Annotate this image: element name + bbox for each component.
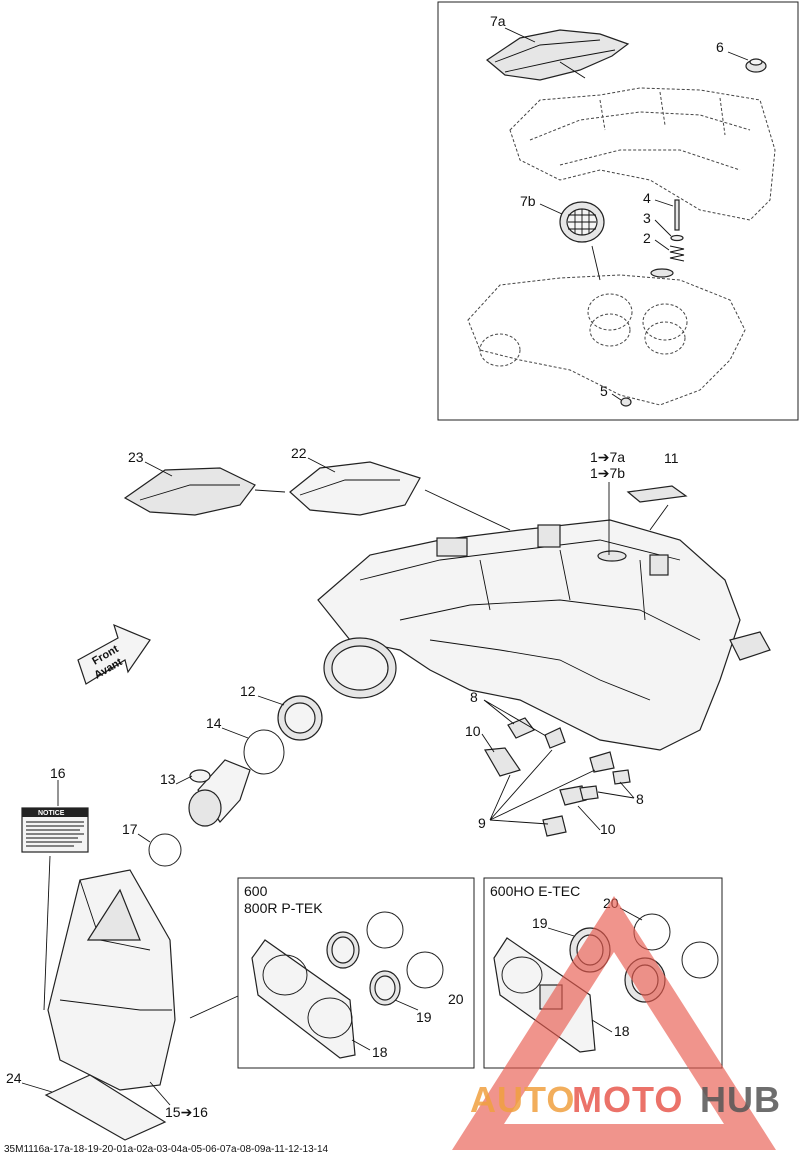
callout-24: 24 bbox=[6, 1070, 22, 1086]
variant-box-600-800r bbox=[237, 877, 475, 1069]
part-16-notice-decal: NOTICE bbox=[21, 807, 89, 853]
callout-8-lower: 8 bbox=[636, 791, 644, 807]
callout-14: 14 bbox=[206, 715, 222, 731]
callout-6: 6 bbox=[716, 39, 724, 55]
parts-4-3-2-fastener-stack bbox=[650, 199, 685, 278]
box1-part-19-sleeves bbox=[326, 931, 401, 1006]
box1-part-20-clamps bbox=[366, 911, 444, 989]
front-arrow-indicator: Front Avant bbox=[77, 623, 151, 685]
box1-callout-20: 20 bbox=[448, 991, 464, 1007]
callout-17: 17 bbox=[122, 821, 138, 837]
lower-airbox-housing bbox=[467, 274, 746, 406]
inset-frame-upper bbox=[437, 1, 799, 421]
part-14-clamp bbox=[243, 729, 285, 775]
part-11-decal bbox=[626, 485, 688, 503]
upper-airbox-housing bbox=[509, 87, 776, 221]
part-15-intake-silencer bbox=[47, 869, 176, 1091]
callout-13: 13 bbox=[160, 771, 176, 787]
arrow-22-to-airbox bbox=[424, 489, 511, 531]
part-23-filter-cover bbox=[123, 467, 256, 516]
callout-1-7b: 1➔7b bbox=[590, 465, 625, 481]
part-22-filter bbox=[289, 461, 421, 516]
box2-callout-19: 19 bbox=[532, 915, 548, 931]
parts-8-9-10-mount-clips bbox=[484, 717, 631, 837]
callout-12: 12 bbox=[240, 683, 256, 699]
airbox-inlet-throat bbox=[323, 637, 397, 699]
box-600ho-line1: 600HO E-TEC bbox=[490, 883, 580, 899]
callout-8-upper: 8 bbox=[470, 689, 478, 705]
variant-box-600ho-etec bbox=[483, 877, 723, 1069]
callout-22: 22 bbox=[291, 445, 307, 461]
part-7b-screen bbox=[559, 201, 605, 243]
notice-title: NOTICE bbox=[38, 810, 65, 817]
part-13-intake-tube bbox=[188, 759, 251, 827]
part-6-grommet bbox=[745, 58, 767, 73]
watermark-triangle-icon bbox=[452, 896, 776, 1150]
arrow-23-to-22 bbox=[254, 489, 286, 493]
inset-arrow-screen bbox=[591, 245, 601, 281]
part-5-nut bbox=[620, 397, 632, 407]
callout-1-7a: 1➔7a bbox=[590, 449, 625, 465]
callout-15-16: 15➔16 bbox=[165, 1104, 208, 1120]
box-600-line2: 800R P-TEK bbox=[244, 900, 323, 916]
watermark-logo bbox=[452, 896, 776, 1150]
callout-4: 4 bbox=[643, 190, 651, 206]
part-24-foam-pad bbox=[44, 1074, 167, 1141]
watermark-moto: MOTO bbox=[572, 1079, 683, 1120]
box1-part-18-plate bbox=[251, 939, 356, 1059]
drawing-reference-code: 35M1116a-17a-18-19-20-01a-02a-03-04a-05-… bbox=[4, 1144, 329, 1155]
part-17-seal-ring bbox=[148, 833, 182, 867]
callout-10-lower: 10 bbox=[600, 821, 616, 837]
callout-2: 2 bbox=[643, 230, 651, 246]
callout-16: 16 bbox=[50, 765, 66, 781]
watermark-hub: HUB bbox=[700, 1079, 781, 1120]
watermark-auto: AUTO bbox=[470, 1079, 575, 1120]
part-1-airbox-main bbox=[317, 519, 771, 751]
box1-callout-18: 18 bbox=[372, 1044, 388, 1060]
callout-7b: 7b bbox=[520, 193, 536, 209]
callout-9: 9 bbox=[478, 815, 486, 831]
box1-callout-19: 19 bbox=[416, 1009, 432, 1025]
callout-3: 3 bbox=[643, 210, 651, 226]
inset-arrow-cover bbox=[559, 61, 586, 79]
part-7a-cover bbox=[485, 29, 630, 81]
watermark-wordmark: AUTO MOTO HUB bbox=[470, 1079, 781, 1120]
box-600-line1: 600 bbox=[244, 883, 268, 899]
callout-23: 23 bbox=[128, 449, 144, 465]
part-12-adaptor bbox=[277, 695, 323, 741]
callout-5: 5 bbox=[600, 383, 608, 399]
callout-10-upper: 10 bbox=[465, 723, 481, 739]
callout-7a: 7a bbox=[490, 13, 506, 29]
arrow-box-to-silencer bbox=[189, 995, 239, 1019]
box2-callout-18: 18 bbox=[614, 1023, 630, 1039]
callout-11: 11 bbox=[664, 450, 679, 466]
